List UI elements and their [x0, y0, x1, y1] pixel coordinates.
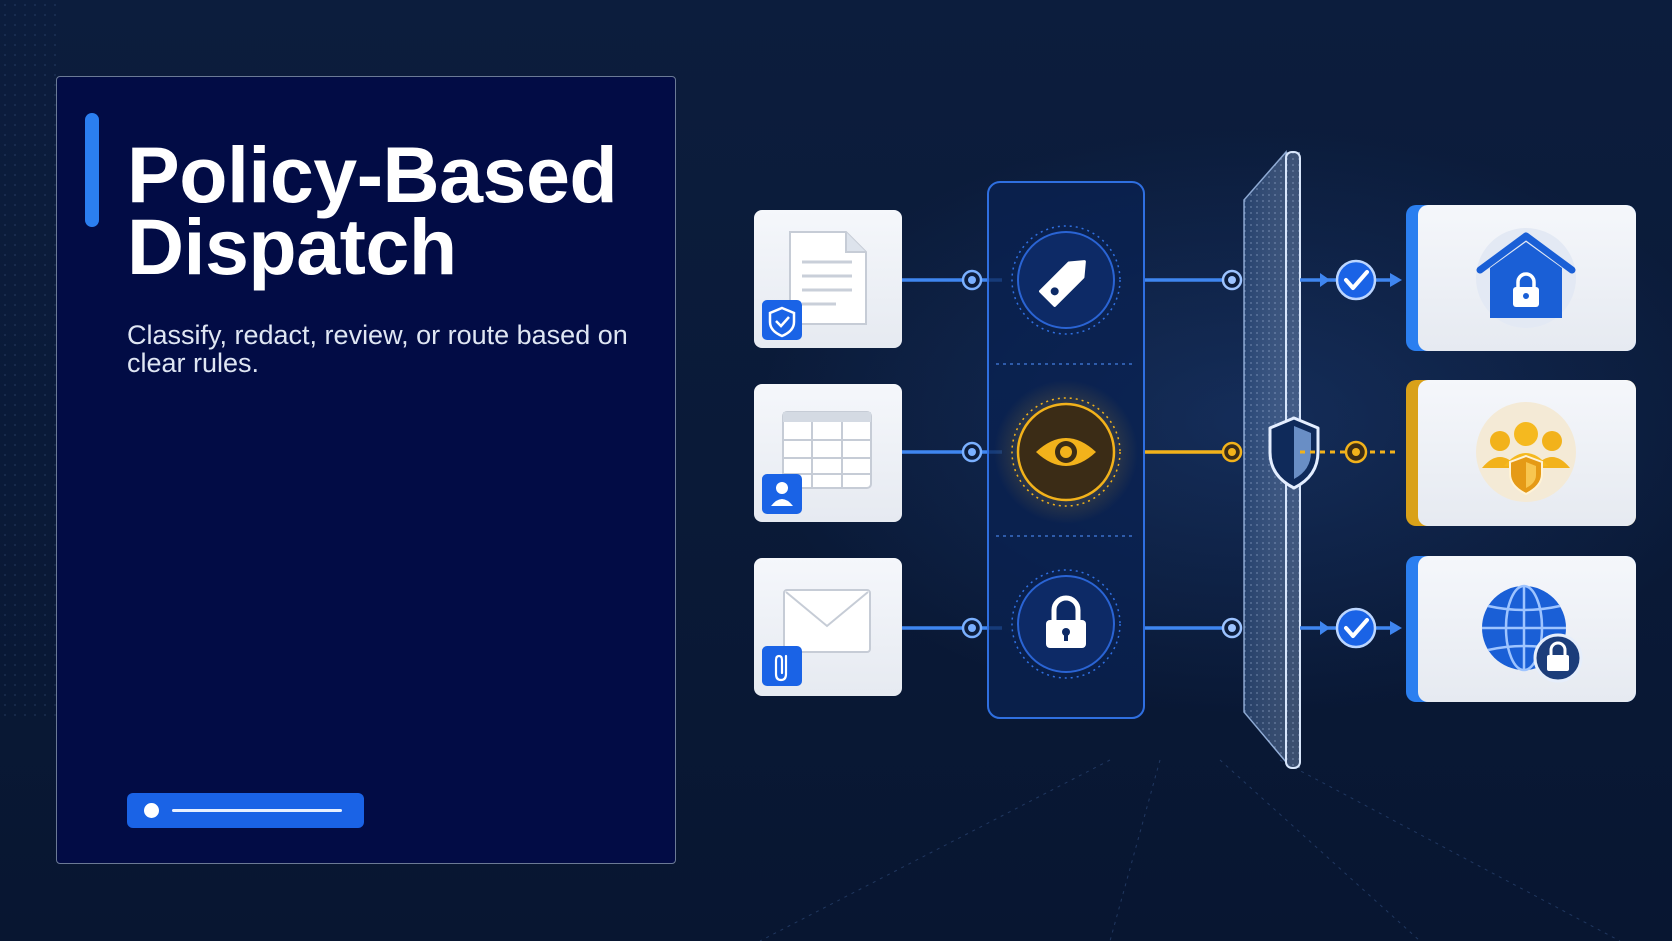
background-dot-grid	[0, 0, 60, 720]
title-line-2: Dispatch	[127, 202, 457, 291]
destination-card-external[interactable]	[1406, 556, 1636, 702]
eye-icon	[994, 380, 1138, 524]
title-line-1: Policy-Based	[127, 130, 618, 219]
text-panel: Policy-Based Dispatch Classify, redact, …	[56, 76, 676, 864]
input-connectors	[902, 278, 1002, 630]
input-card-email[interactable]	[754, 558, 902, 696]
home-lock-icon	[1476, 228, 1576, 328]
input-connector-nodes	[961, 269, 983, 639]
check-circle-icon	[1335, 259, 1377, 301]
arrow-heads	[1320, 273, 1330, 635]
slide-title: Policy-Based Dispatch	[127, 130, 667, 291]
destination-card-review[interactable]	[1406, 380, 1636, 526]
slider-track	[172, 809, 342, 812]
lock-icon	[1011, 569, 1121, 679]
shield-badge-icon	[762, 300, 802, 340]
paperclip-badge-icon	[762, 646, 802, 686]
user-badge-icon	[762, 474, 802, 514]
output-connectors	[1144, 278, 1232, 630]
progress-slider[interactable]	[127, 793, 364, 828]
gateway-nodes	[1221, 269, 1243, 639]
slider-knob[interactable]	[144, 803, 159, 818]
table-icon	[782, 411, 872, 489]
tag-icon	[1011, 225, 1121, 335]
envelope-icon	[783, 589, 871, 653]
destination-card-internal[interactable]	[1406, 205, 1636, 351]
accent-bar	[85, 113, 99, 227]
review-node	[1344, 440, 1368, 464]
slide-subtitle: Classify, redact, review, or route based…	[127, 320, 628, 378]
input-card-document[interactable]	[754, 210, 902, 348]
input-card-table[interactable]	[754, 384, 902, 522]
users-shield-icon	[1476, 402, 1576, 502]
document-icon	[789, 231, 867, 325]
globe-lock-icon	[1482, 584, 1583, 683]
check-circle-icon	[1335, 607, 1377, 649]
floor-lines	[759, 759, 1621, 941]
